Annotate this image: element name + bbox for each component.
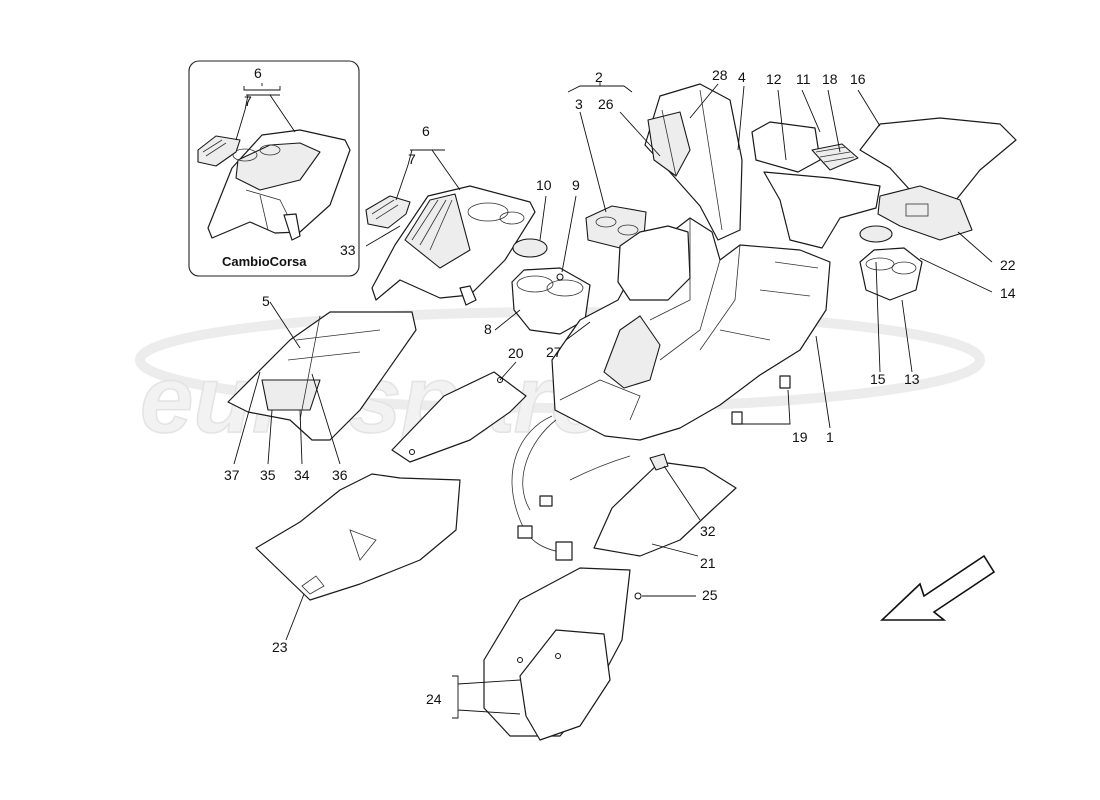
- direction-arrow-icon: [879, 554, 996, 621]
- cap-disc-10: 10: [512, 177, 552, 258]
- inset-switch: [197, 135, 241, 167]
- callout-6: 6: [422, 123, 430, 139]
- callout-26: 26: [598, 96, 614, 112]
- armrest-pad: 12 11 18: [751, 71, 881, 249]
- callout-12: 12: [766, 71, 782, 87]
- center-console: [551, 217, 831, 441]
- callout-5: 5: [262, 293, 270, 309]
- callout-14: 14: [1000, 285, 1016, 301]
- callout-36: 36: [332, 467, 348, 483]
- cupholder-8: 9 8: [484, 177, 591, 337]
- cup-tray-3: [585, 205, 647, 249]
- callout-7: 7: [408, 151, 416, 167]
- callout-28: 28: [712, 67, 728, 83]
- console-callouts: 2 3 26 28 4 27 1: [546, 67, 834, 445]
- callout-8: 8: [484, 321, 492, 337]
- rear-cupholder: 15 13: [859, 225, 923, 387]
- callout-25: 25: [702, 587, 718, 603]
- callout-24: 24: [426, 691, 442, 707]
- callout-20: 20: [508, 345, 524, 361]
- callout-35: 35: [260, 467, 276, 483]
- callout-15: 15: [870, 371, 886, 387]
- callout-3: 3: [575, 96, 583, 112]
- callout-18: 18: [822, 71, 838, 87]
- clips-19: 19: [731, 375, 808, 445]
- side-panel-21: 32 21: [593, 453, 737, 571]
- callout-1: 1: [826, 429, 834, 445]
- callout-33: 33: [340, 242, 356, 258]
- callout-11: 11: [796, 71, 811, 87]
- side-trim-20: 20: [391, 345, 527, 463]
- carpet-panel-23: 23: [255, 473, 461, 655]
- callout-21: 21: [700, 555, 716, 571]
- callout-37: 37: [224, 467, 240, 483]
- bezel-frame-5: 5 37 35 34 36: [224, 293, 417, 483]
- callout-16: 16: [850, 71, 866, 87]
- callout-34: 34: [294, 467, 310, 483]
- shifter-housing: 6 7 33: [340, 123, 536, 306]
- callout-4: 4: [738, 69, 746, 85]
- cambiocorsa-inset: CambioCorsa 6 7: [188, 60, 360, 277]
- inset-shifter-housing: [207, 129, 351, 241]
- callout-23: 23: [272, 639, 288, 655]
- lower-carpet-24: 24 25: [426, 567, 718, 741]
- callout-27: 27: [546, 344, 562, 360]
- wiring-harness: [511, 415, 631, 561]
- callout-32: 32: [700, 523, 716, 539]
- callout-6-inset: 6: [254, 65, 262, 81]
- callout-22: 22: [1000, 257, 1016, 273]
- armrest-lid: [617, 83, 743, 301]
- callout-10: 10: [536, 177, 552, 193]
- inset-frame: [188, 60, 360, 277]
- callout-2: 2: [595, 69, 603, 85]
- rear-console-cover: 16 22 14: [850, 71, 1017, 301]
- callout-7-inset: 7: [244, 93, 252, 109]
- callout-13: 13: [904, 371, 920, 387]
- callout-9: 9: [572, 177, 580, 193]
- callout-19: 19: [792, 429, 808, 445]
- inset-label: CambioCorsa: [222, 254, 307, 269]
